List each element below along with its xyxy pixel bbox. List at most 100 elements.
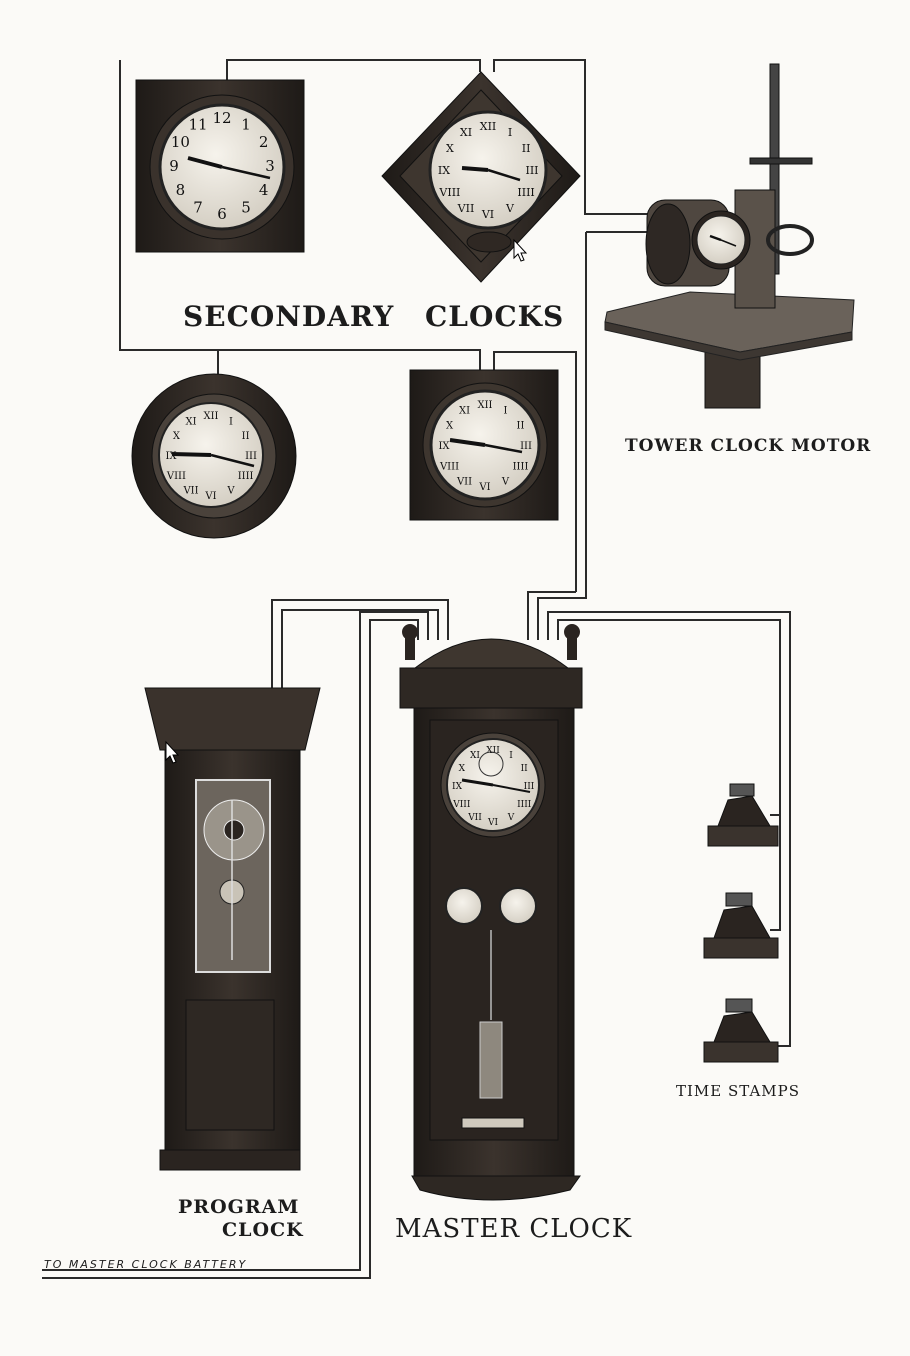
program-clock-label-line1: PROGRAM xyxy=(178,1196,300,1218)
clock-numeral: III xyxy=(245,451,257,462)
master-clock-label: MASTER CLOCK xyxy=(395,1214,633,1244)
clock-numeral: IX xyxy=(452,782,463,792)
program-clock-label-line2: CLOCK xyxy=(222,1219,304,1241)
clock-numeral: VI xyxy=(481,208,494,221)
time-stamps xyxy=(703,783,779,1063)
hour-hand xyxy=(187,156,223,169)
minute-hand xyxy=(221,165,271,180)
wire-program-b xyxy=(281,609,439,690)
clock-numeral: VI xyxy=(487,818,498,828)
wire-stamps-b xyxy=(557,619,781,816)
wire-top-2 xyxy=(493,59,650,215)
clock-numeral: 1 xyxy=(241,115,251,133)
hour-hand xyxy=(709,234,722,242)
wire-to-master-a xyxy=(493,351,577,592)
time-stamps-label: TIME STAMPS xyxy=(676,1082,801,1100)
wire-to-master-b xyxy=(537,232,587,640)
clock-numeral: XII xyxy=(477,400,492,411)
time-stamp-1 xyxy=(707,783,779,847)
minute-hand xyxy=(487,168,521,182)
clock-numeral: IIII xyxy=(517,800,532,810)
clock-numeral: IX xyxy=(438,441,450,452)
clock-numeral: III xyxy=(525,164,538,177)
clock-numeral: XII xyxy=(486,746,500,756)
hour-hand xyxy=(461,166,489,172)
clock-numeral: V xyxy=(505,202,515,215)
clock-numeral: 8 xyxy=(176,181,186,199)
wire-battery-b xyxy=(369,619,419,640)
hour-hand xyxy=(461,778,494,787)
clock-numeral: II xyxy=(242,431,250,442)
battery-note-label: TO MASTER CLOCK BATTERY xyxy=(44,1258,248,1271)
clock-numeral: VII xyxy=(456,477,472,488)
clock-numeral: X xyxy=(446,142,454,155)
wire-battery-c xyxy=(42,640,361,1271)
clock-numeral: 10 xyxy=(171,133,190,151)
clock-numeral: I xyxy=(229,416,233,427)
clock-numeral: 9 xyxy=(169,157,179,175)
clock-numeral: XI xyxy=(185,416,196,427)
clock-numeral: VI xyxy=(204,491,216,502)
clock-numeral: IX xyxy=(438,164,450,177)
clock-numeral: XI xyxy=(459,406,470,417)
wire-program-a xyxy=(271,599,449,690)
mouse-cursor xyxy=(165,740,180,764)
clock-numeral: 5 xyxy=(241,199,251,217)
clock-numeral: II xyxy=(521,764,529,774)
minute-hand xyxy=(492,784,531,793)
hour-hand xyxy=(449,438,486,447)
clock-numeral: IIII xyxy=(517,186,534,199)
clock-numeral: 12 xyxy=(212,109,231,127)
clock-numeral: II xyxy=(522,142,531,155)
clock-numeral: VIII xyxy=(439,462,459,473)
clock-numeral: XI xyxy=(470,751,480,761)
wire-to-master-c xyxy=(527,591,576,640)
clock-numeral: 2 xyxy=(259,133,269,151)
clock-numeral: I xyxy=(508,126,512,139)
clock-numeral: X xyxy=(459,764,466,774)
mouse-cursor xyxy=(513,238,528,262)
wire-stamps-a xyxy=(547,611,791,1047)
tower-clock-motor xyxy=(604,63,855,409)
time-stamp-2 xyxy=(703,892,779,959)
clock-numeral: VIII xyxy=(166,471,186,482)
clock-numeral: III xyxy=(520,441,532,452)
wire-mid xyxy=(120,349,481,370)
dial-left xyxy=(445,887,483,925)
clock-numeral: X xyxy=(446,421,454,432)
clock-numeral: XII xyxy=(480,120,497,133)
wire-stamps-c xyxy=(770,815,781,931)
clock-numeral: X xyxy=(173,431,181,442)
minute-hand xyxy=(484,443,523,454)
wiring xyxy=(42,59,791,1279)
clock-numeral: VIII xyxy=(438,186,460,199)
clock-numeral: V xyxy=(507,813,515,823)
clock-numeral: IIII xyxy=(238,471,254,482)
clock-numeral: IIII xyxy=(513,462,529,473)
wire-battery-d xyxy=(42,640,371,1279)
clock-numeral: 6 xyxy=(217,205,227,223)
clock-numeral: V xyxy=(501,477,510,488)
minute-hand xyxy=(210,453,255,468)
clock-numeral: IX xyxy=(165,451,177,462)
clock-numeral: V xyxy=(226,486,235,497)
clock-numeral: I xyxy=(504,406,508,417)
minute-hand xyxy=(720,239,737,247)
wire-top-1 xyxy=(226,59,481,80)
clock-numeral: II xyxy=(517,421,525,432)
program-clock xyxy=(144,687,321,1171)
time-stamp-3 xyxy=(703,998,779,1063)
clock-numeral: 11 xyxy=(188,115,207,133)
clock-numeral: VIII xyxy=(452,800,471,810)
